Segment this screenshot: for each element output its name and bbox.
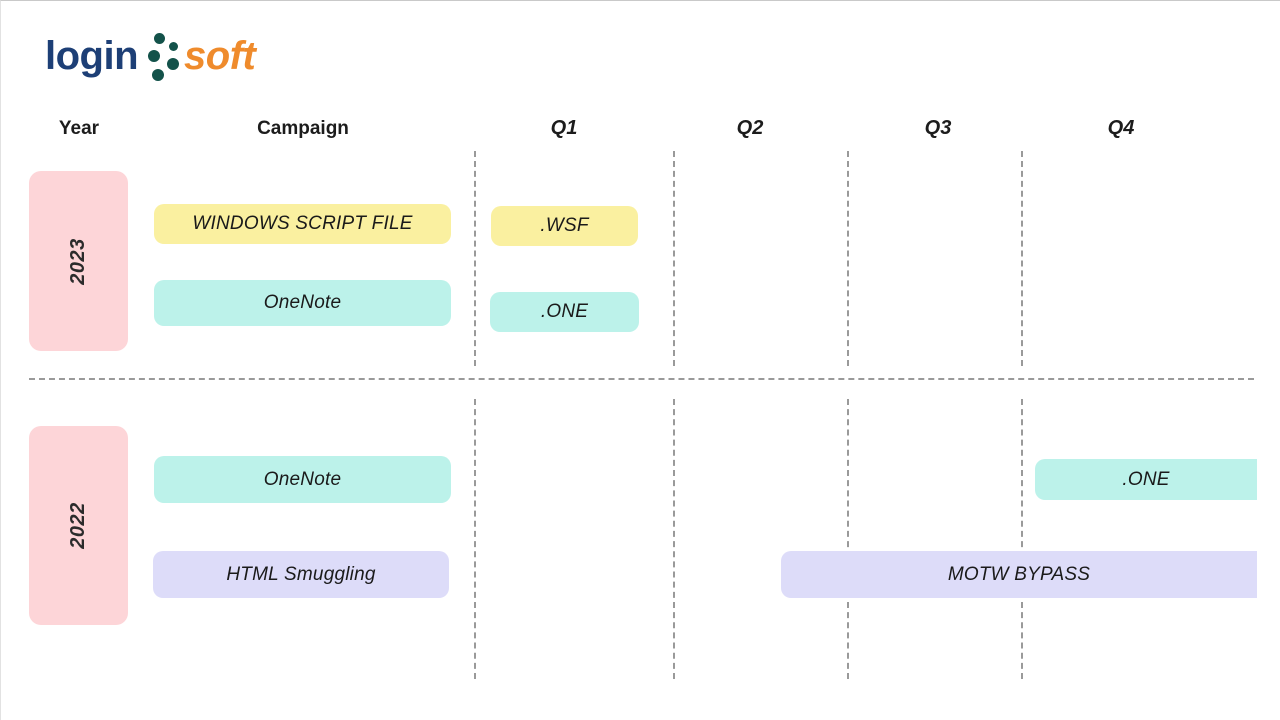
year-section-divider [29, 378, 1254, 380]
gridline-q2-top [673, 151, 675, 366]
campaign-pill-onenote-2022[interactable]: OneNote [154, 456, 451, 503]
marker-pill-label: .WSF [540, 215, 589, 236]
marker-pill-label: MOTW BYPASS [947, 563, 1091, 585]
campaign-pill-label: WINDOWS SCRIPT FILE [192, 213, 413, 234]
marker-pill-motw-bypass[interactable]: MOTW BYPASS [781, 551, 1257, 598]
year-label-2023: 2023 [67, 237, 89, 285]
gridline-q1-top [474, 151, 476, 366]
gridline-q1-bottom [474, 399, 476, 679]
campaign-pill-label: OneNote [263, 468, 342, 490]
column-header-year: Year [58, 118, 100, 139]
marker-pill-label: .ONE [540, 301, 589, 322]
logo-text-soft: soft [184, 34, 256, 78]
five-dot-cluster-icon [140, 31, 182, 81]
marker-pill-wsf-q1[interactable]: .WSF [491, 206, 638, 246]
column-header-q1: Q1 [550, 117, 578, 139]
gridline-q4-bottom [1021, 399, 1023, 679]
loginsoft-logo: login soft [45, 25, 256, 87]
logo-text-login: login [45, 34, 139, 78]
campaign-pill-html-smuggling[interactable]: HTML Smuggling [153, 551, 449, 598]
year-block-2023: 2023 [29, 171, 128, 351]
marker-pill-one-q1[interactable]: .ONE [490, 292, 639, 332]
column-header-campaign: Campaign [257, 118, 349, 139]
gridline-q4-top [1021, 151, 1023, 366]
campaign-pill-onenote-2023[interactable]: OneNote [154, 280, 451, 326]
column-header-q4: Q4 [1107, 117, 1135, 139]
gridline-q3-top [847, 151, 849, 366]
gridline-q3-bottom [847, 399, 849, 679]
year-label-2022: 2022 [67, 502, 89, 549]
column-header-q2: Q2 [736, 117, 764, 139]
marker-pill-one-q4[interactable]: .ONE [1035, 459, 1257, 500]
campaign-pill-label: HTML Smuggling [226, 563, 376, 585]
marker-pill-label: .ONE [1122, 468, 1170, 490]
gridline-q2-bottom [673, 399, 675, 679]
campaign-pill-windows-script-file[interactable]: WINDOWS SCRIPT FILE [154, 204, 451, 244]
campaign-pill-label: OneNote [263, 292, 342, 313]
year-block-2022: 2022 [29, 426, 128, 625]
column-header-q3: Q3 [924, 117, 952, 139]
